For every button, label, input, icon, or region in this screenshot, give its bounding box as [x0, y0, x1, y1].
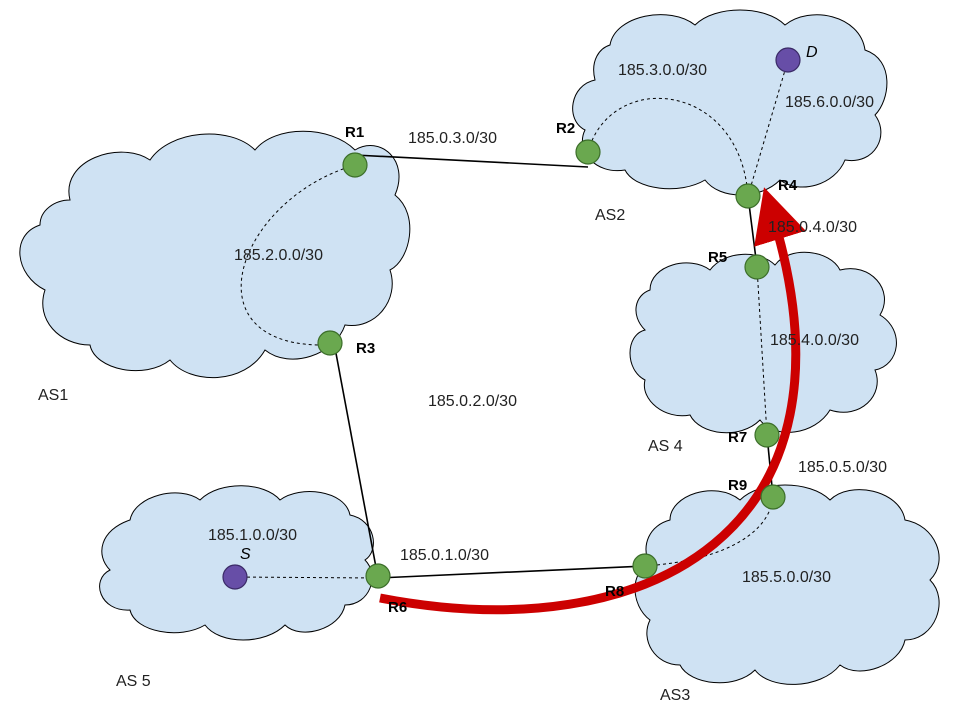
link-r6-r8: [377, 565, 646, 579]
as3-cloud: [634, 484, 940, 685]
router-label-r7: R7: [728, 429, 747, 446]
as2-cloud: [572, 9, 888, 196]
as4-label: AS 4: [648, 438, 683, 455]
router-r2[interactable]: [575, 139, 601, 165]
host-label-source: S: [240, 546, 251, 563]
host-label-destination: D: [806, 44, 818, 61]
link-r3-r6: [334, 347, 379, 579]
router-label-r5: R5: [708, 249, 727, 266]
router-r8[interactable]: [632, 553, 658, 579]
router-r7[interactable]: [754, 422, 780, 448]
host-destination[interactable]: [775, 47, 801, 73]
link-r1-r2: [354, 154, 589, 168]
as1-label: AS1: [38, 387, 68, 404]
as5-prefix: 185.1.0.0/30: [208, 527, 297, 544]
router-r4[interactable]: [735, 183, 761, 209]
as2-prefix: 185.3.0.0/30: [618, 62, 707, 79]
as5-label: AS 5: [116, 673, 151, 690]
path-arrow: [379, 187, 806, 615]
as5-cloud: [99, 485, 374, 641]
as3-prefix: 185.5.0.0/30: [742, 569, 831, 586]
router-r1[interactable]: [342, 152, 368, 178]
link-label-r3-r6: 185.0.2.0/30: [428, 393, 517, 410]
router-r3[interactable]: [317, 330, 343, 356]
as1-prefix: 185.2.0.0/30: [234, 247, 323, 264]
router-r6[interactable]: [365, 563, 391, 589]
link-label-r1-r2: 185.0.3.0/30: [408, 130, 497, 147]
as2-label: AS2: [595, 207, 625, 224]
link-label-r4-r5: 185.0.4.0/30: [768, 219, 857, 236]
as4-prefix: 185.4.0.0/30: [770, 332, 859, 349]
link-label-r6-r8: 185.0.1.0/30: [400, 547, 489, 564]
router-r9[interactable]: [760, 484, 786, 510]
router-label-r1: R1: [345, 124, 364, 141]
router-r5[interactable]: [744, 254, 770, 280]
router-label-r3: R3: [356, 340, 375, 357]
router-label-r9: R9: [728, 477, 747, 494]
router-label-r8: R8: [605, 583, 624, 600]
link-label-r7-r9: 185.0.5.0/30: [798, 459, 887, 476]
intra-as1-path: [240, 164, 356, 346]
router-label-r4: R4: [778, 177, 798, 194]
router-label-r6: R6: [388, 599, 407, 616]
router-label-r2: R2: [556, 120, 575, 137]
intra-as4-path: [756, 266, 768, 436]
as3-label: AS3: [660, 687, 690, 704]
as1-cloud: [19, 130, 411, 379]
host-source[interactable]: [222, 564, 248, 590]
intra-as2-path: [587, 97, 749, 197]
link-label-r4-d: 185.6.0.0/30: [785, 94, 874, 111]
